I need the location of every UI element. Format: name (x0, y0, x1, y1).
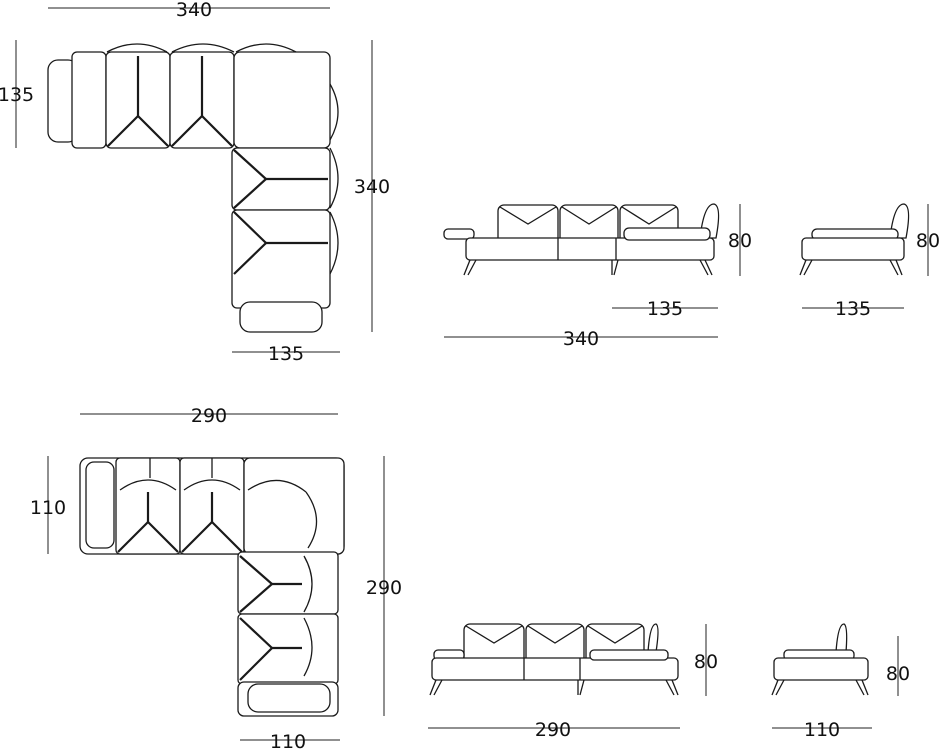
small-side-view (771, 623, 899, 729)
armrest-pillow (85, 461, 115, 549)
small-plan-seat-depth-label: 110 (30, 497, 66, 519)
bottom-pillow (239, 301, 323, 333)
large-side-height-label: 80 (916, 230, 940, 252)
small-side-height-label: 80 (886, 663, 910, 685)
large-front-height-label: 80 (728, 230, 752, 252)
large-side-depth-label: 135 (835, 298, 871, 320)
corner-seat (233, 51, 331, 149)
small-side-depth-label: 110 (804, 719, 840, 741)
small-plan-view (47, 413, 385, 741)
end-seat (71, 51, 107, 149)
bottom-pillow (247, 683, 331, 713)
large-plan-chaise-width-label: 135 (268, 343, 304, 365)
small-plan-depth-label: 290 (366, 577, 402, 599)
large-plan-view (15, 7, 373, 353)
large-front-view (443, 203, 741, 338)
large-front-chaise-depth-label: 135 (647, 298, 683, 320)
small-front-view (428, 623, 707, 729)
large-front-width-label: 340 (563, 328, 599, 350)
small-front-height-label: 80 (694, 651, 718, 673)
small-plan-width-label: 290 (191, 405, 227, 427)
large-plan-width-label: 340 (176, 0, 212, 21)
large-side-view (799, 203, 929, 309)
small-plan-chaise-width-label: 110 (270, 731, 306, 750)
large-plan-seat-depth-label: 135 (0, 84, 34, 106)
large-plan-depth-label: 340 (354, 176, 390, 198)
small-front-width-label: 290 (535, 719, 571, 741)
